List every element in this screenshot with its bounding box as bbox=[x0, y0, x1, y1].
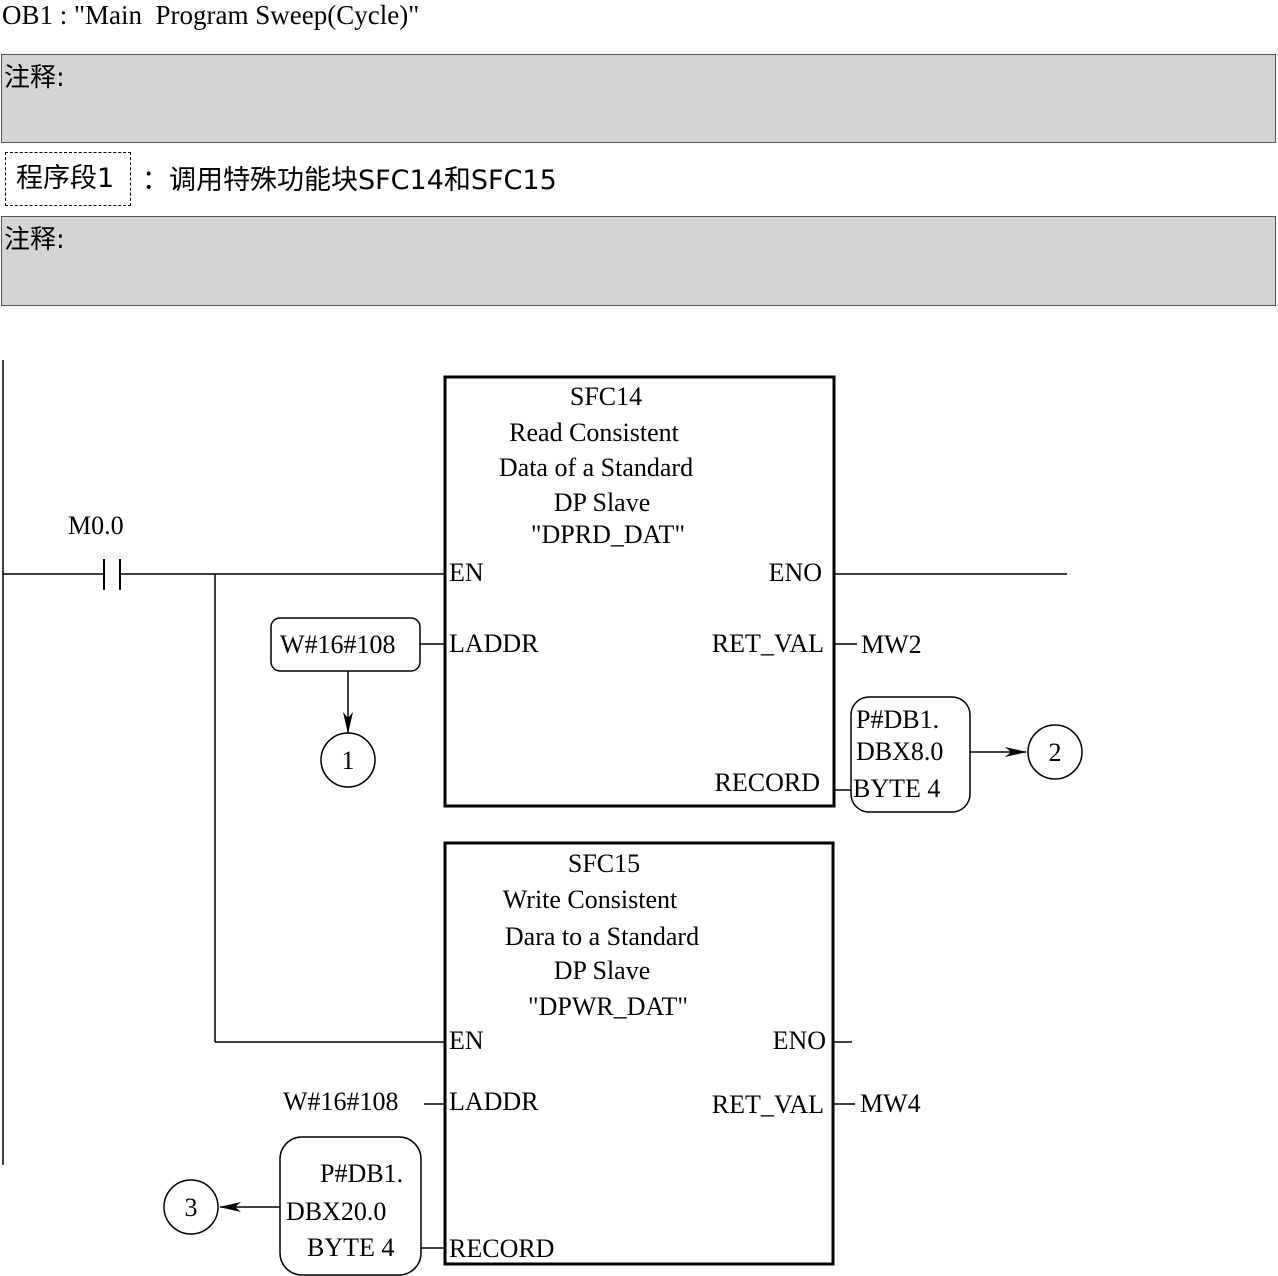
sfc14-record-param-box[interactable] bbox=[850, 696, 971, 813]
sfc14-record-line: P#DB1. bbox=[856, 705, 939, 734]
sfc14-record-line: BYTE 4 bbox=[853, 774, 940, 803]
sfc14-title-line: DP Slave bbox=[554, 488, 651, 517]
sfc14-title-line: Read Consistent bbox=[509, 418, 679, 447]
ob-title: OB1 : "Main Program Sweep(Cycle)" bbox=[2, 0, 420, 30]
sfc14-title-line: SFC14 bbox=[570, 382, 642, 411]
sfc14-pin-laddr: LADDR bbox=[449, 629, 539, 658]
sfc15-block[interactable] bbox=[443, 841, 835, 1266]
sfc15-pin-eno: ENO bbox=[773, 1026, 826, 1055]
sfc15-record-line: BYTE 4 bbox=[307, 1233, 394, 1262]
sfc15-record-line: DBX20.0 bbox=[286, 1197, 386, 1226]
callout-number-2: 2 bbox=[1049, 738, 1062, 767]
sfc14-pin-eno: ENO bbox=[769, 558, 822, 587]
sfc15-pin-en: EN bbox=[449, 1026, 484, 1055]
contact-m0-0[interactable] bbox=[103, 559, 121, 590]
callout-number-3: 3 bbox=[185, 1193, 198, 1222]
sfc14-pin-ret-val: RET_VAL bbox=[712, 629, 824, 658]
sfc14-block[interactable] bbox=[443, 375, 836, 808]
sfc15-title-line: "DPWR_DAT" bbox=[528, 992, 688, 1021]
sfc15-title-line: SFC15 bbox=[568, 849, 640, 878]
sfc14-pin-en: EN bbox=[449, 558, 484, 587]
block-comment-box[interactable]: 注释: bbox=[1, 54, 1276, 143]
sfc14-laddr-value: W#16#108 bbox=[280, 630, 396, 659]
sfc15-record-param-box[interactable] bbox=[279, 1136, 422, 1276]
sfc14-title-line: "DPRD_DAT" bbox=[531, 520, 685, 549]
sfc15-record-line: P#DB1. bbox=[320, 1159, 403, 1188]
sfc15-title-line: Write Consistent bbox=[503, 885, 678, 914]
block-comment-label: 注释: bbox=[4, 63, 65, 93]
network-comment-label: 注释: bbox=[4, 225, 65, 255]
callout-circle-2 bbox=[1027, 724, 1083, 780]
sfc14-record-line: DBX8.0 bbox=[856, 737, 943, 766]
sfc14-pin-record: RECORD bbox=[715, 768, 820, 797]
network-title: ：调用特殊功能块SFC14和SFC15 bbox=[142, 165, 557, 196]
network-tag[interactable]: 程序段1 bbox=[5, 152, 131, 206]
callout-number-1: 1 bbox=[342, 746, 355, 775]
sfc14-retval-value: MW2 bbox=[861, 630, 922, 659]
sfc15-pin-laddr: LADDR bbox=[449, 1087, 539, 1116]
callout-circle-1 bbox=[320, 732, 376, 788]
callout-circle-3 bbox=[163, 1179, 219, 1235]
sfc15-title-line: DP Slave bbox=[554, 956, 651, 985]
sfc15-pin-ret-val: RET_VAL bbox=[712, 1090, 824, 1119]
sfc15-pin-record: RECORD bbox=[449, 1234, 554, 1263]
sfc15-retval-value: MW4 bbox=[860, 1089, 921, 1118]
sfc15-title-line: Dara to a Standard bbox=[505, 922, 699, 951]
sfc15-laddr-value: W#16#108 bbox=[283, 1087, 399, 1116]
sfc14-title-line: Data of a Standard bbox=[499, 453, 693, 482]
network-comment-box[interactable]: 注释: bbox=[1, 216, 1276, 306]
contact-label: M0.0 bbox=[68, 511, 124, 540]
